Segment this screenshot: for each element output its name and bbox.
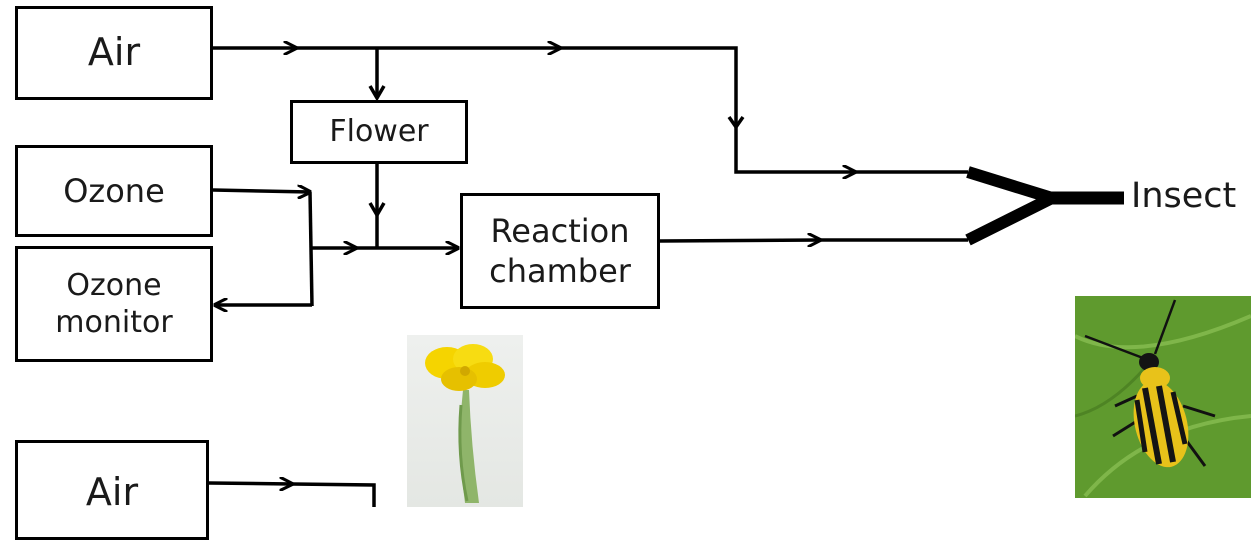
striped-beetle-photo <box>1075 296 1251 498</box>
ozone-label: Ozone <box>63 172 165 210</box>
flow-diagram: Air Flower Ozone Ozone monitor Reaction … <box>15 0 1251 540</box>
reaction-out <box>659 240 820 241</box>
flow-connectors <box>208 0 1124 507</box>
air-source-2-label: Air <box>85 470 139 514</box>
reaction-chamber-box: Reaction chamber <box>460 193 660 309</box>
ozone-monitor-box: Ozone monitor <box>15 246 213 362</box>
air2-out <box>208 483 292 484</box>
flower-box: Flower <box>290 100 468 164</box>
flower-label: Flower <box>329 114 429 150</box>
reaction-chamber-label-1: Reaction <box>490 212 630 250</box>
air-source-box-2: Air <box>15 440 209 540</box>
air-to-flower-arrow <box>368 85 386 102</box>
air-to-merge <box>734 127 855 172</box>
air-line-3 <box>560 46 738 127</box>
ozone-monitor-label-1: Ozone <box>66 267 162 303</box>
ozone-monitor-label-2: monitor <box>55 305 173 340</box>
air2-line <box>291 482 376 507</box>
y-merge-connector <box>965 166 1124 246</box>
yellow-flower-photo <box>407 335 523 507</box>
reaction-chamber-label-2: chamber <box>489 252 631 290</box>
air-source-label: Air <box>87 30 141 75</box>
flower-down-arrow <box>368 202 386 219</box>
air-source-box: Air <box>15 6 213 100</box>
ozone-out <box>212 190 310 192</box>
ozone-box: Ozone <box>15 145 213 237</box>
insect-label: Insect <box>1131 176 1237 216</box>
